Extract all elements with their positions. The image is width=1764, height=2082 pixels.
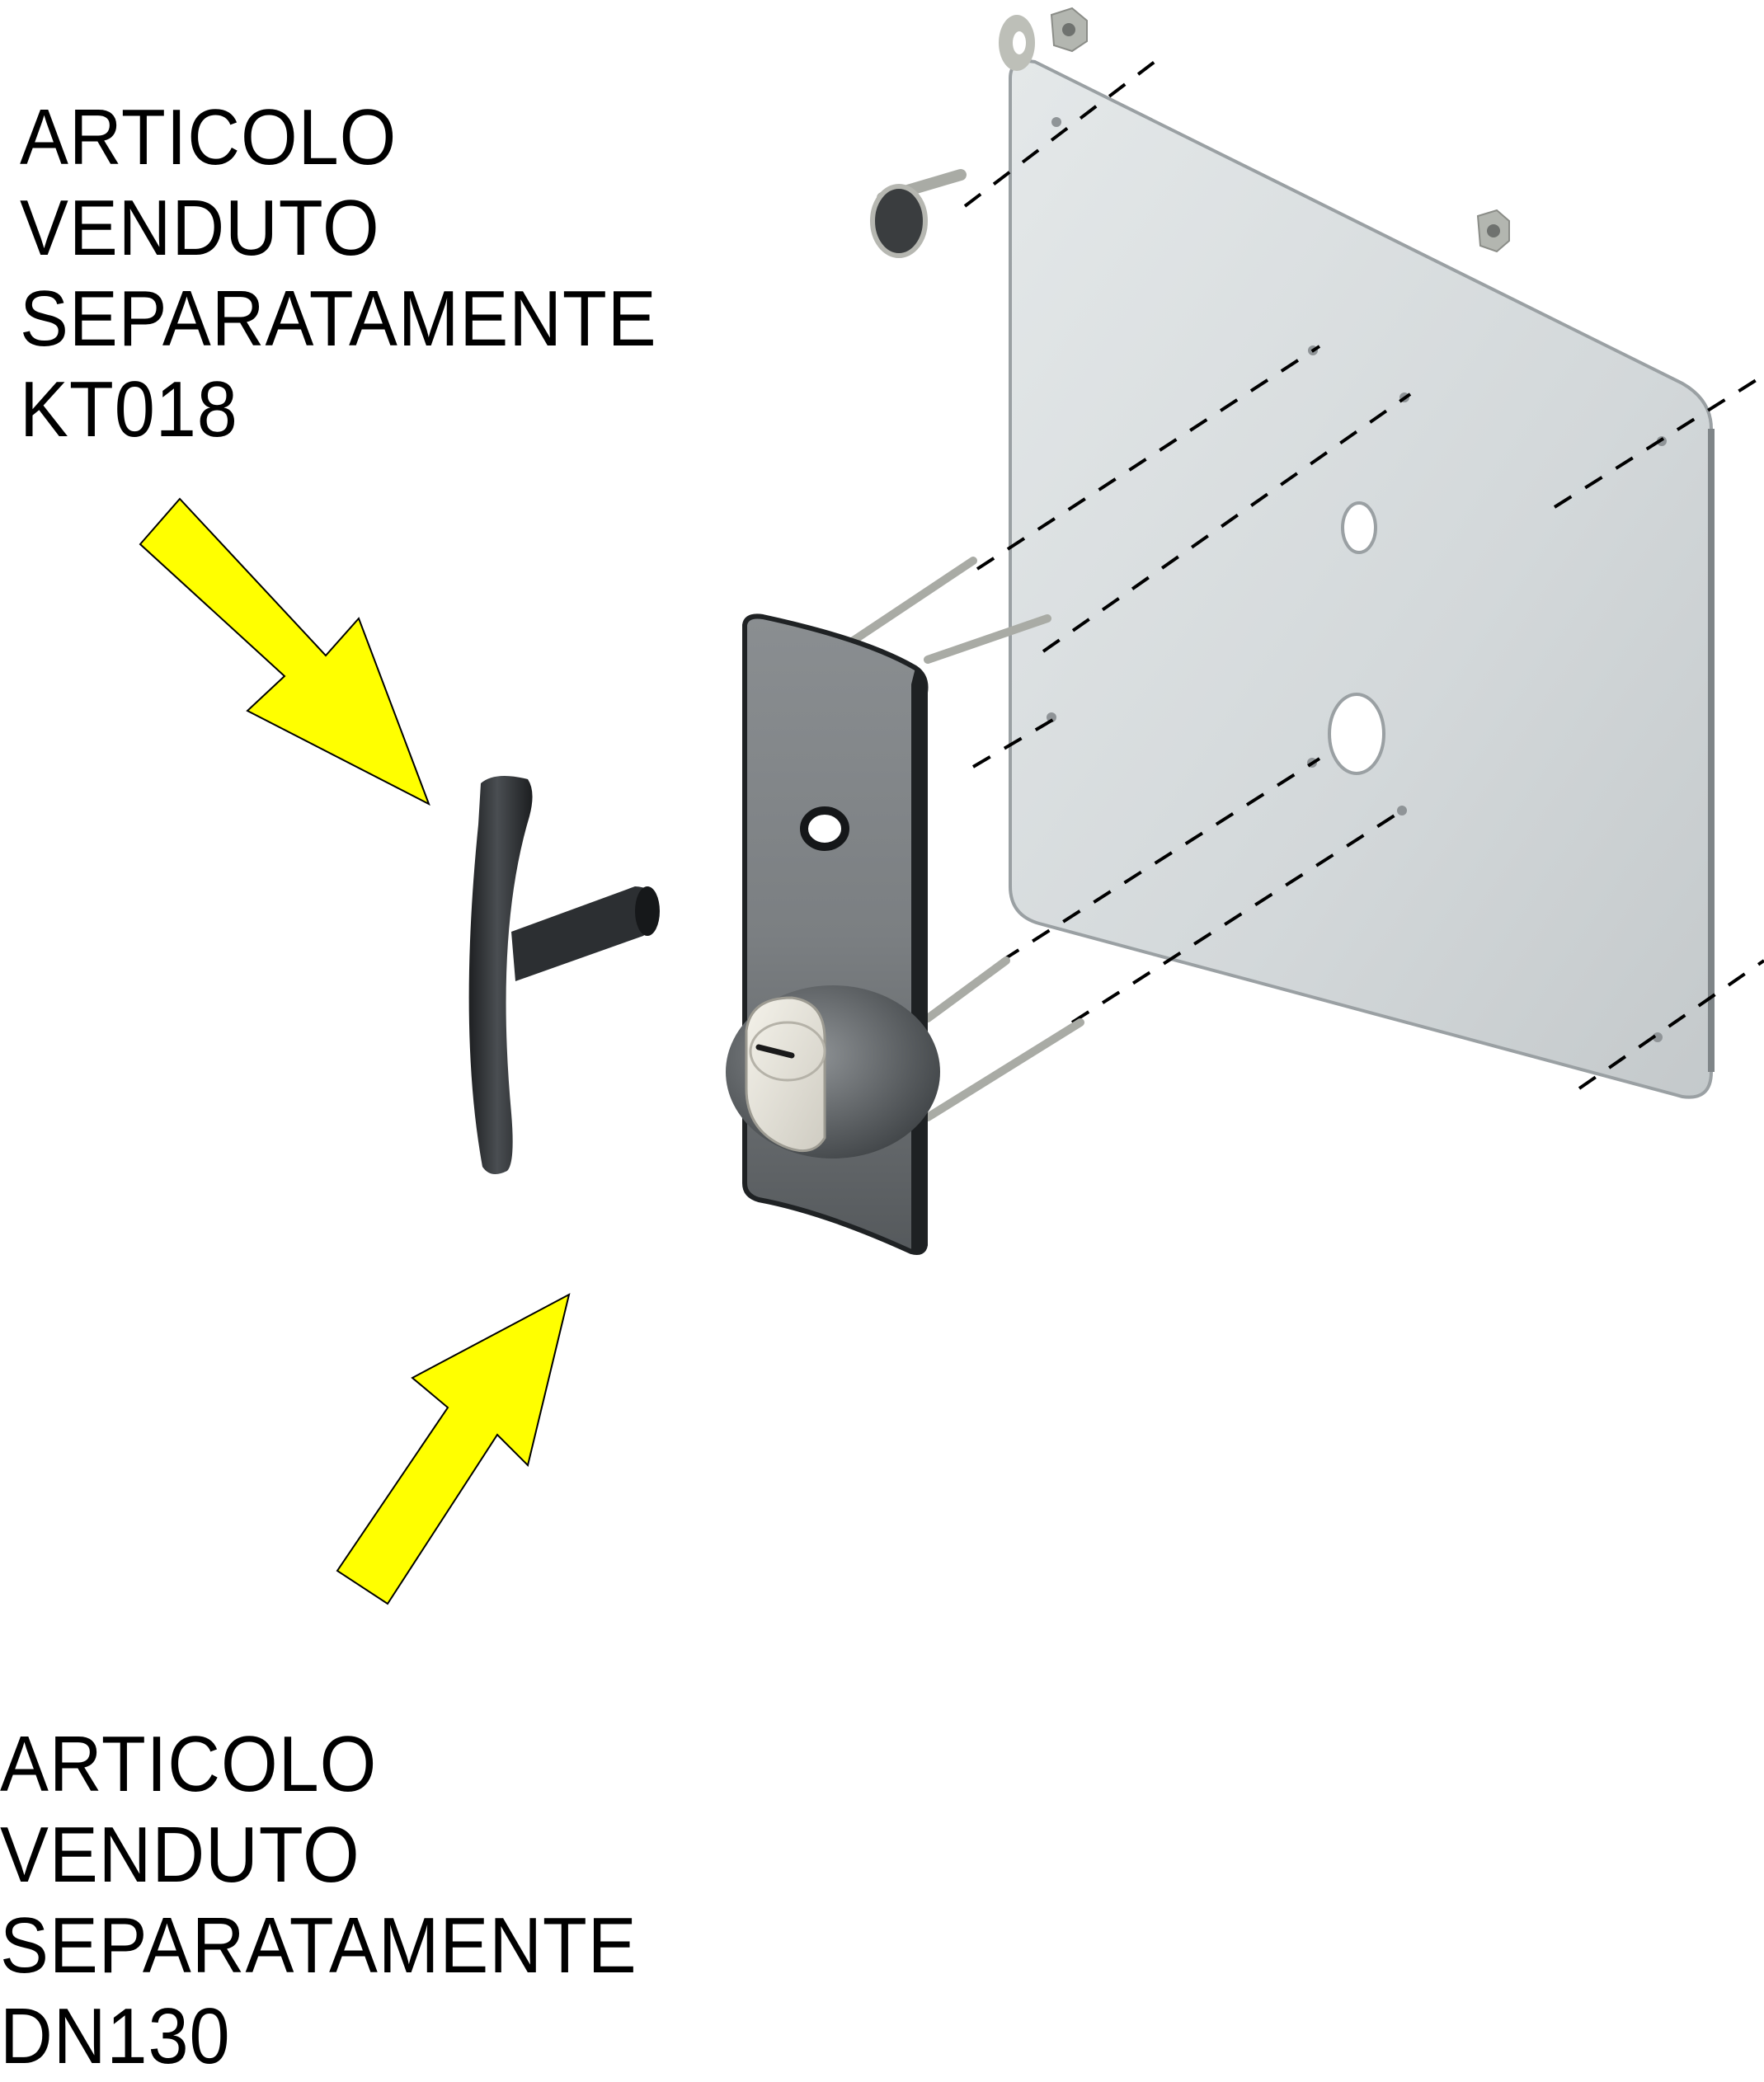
alignment-dashed-lines: [963, 60, 1764, 1090]
carriage-bolt: [870, 169, 967, 258]
callout-arrow-bottom: [336, 1293, 571, 1605]
cylinder-cover: [745, 996, 826, 1153]
hex-nut-right: [1476, 209, 1510, 253]
handle: [468, 776, 660, 1174]
callout-bottom-line-3: SEPARATAMENTE: [0, 1901, 637, 1990]
plate-hole-lower: [1328, 693, 1385, 775]
escutcheon-plate: [726, 613, 940, 1255]
hex-nut-top: [1050, 7, 1088, 53]
arrow-down-right-icon: [139, 497, 430, 806]
callout-top-code: KT018: [20, 365, 238, 454]
washer: [999, 15, 1035, 71]
callout-bottom-line-1: ARTICOLO: [0, 1720, 378, 1808]
callout-bottom-line-2: VENDUTO: [0, 1811, 360, 1899]
callout-text-top: ARTICOLO VENDUTO SEPARATAMENTE KT018: [20, 92, 657, 455]
callout-arrow-top: [139, 497, 430, 806]
callout-top-line-2: VENDUTO: [20, 184, 380, 272]
plate-hole-upper: [1341, 501, 1377, 554]
callout-top-line-3: SEPARATAMENTE: [20, 275, 657, 363]
back-plate: [1009, 59, 1715, 1099]
arrow-up-right-icon: [336, 1293, 571, 1605]
threaded-rods: [845, 557, 1084, 1121]
callout-top-line-1: ARTICOLO: [20, 93, 397, 181]
spindle-hole: [800, 806, 849, 851]
key-slot-icon: [755, 1044, 795, 1059]
